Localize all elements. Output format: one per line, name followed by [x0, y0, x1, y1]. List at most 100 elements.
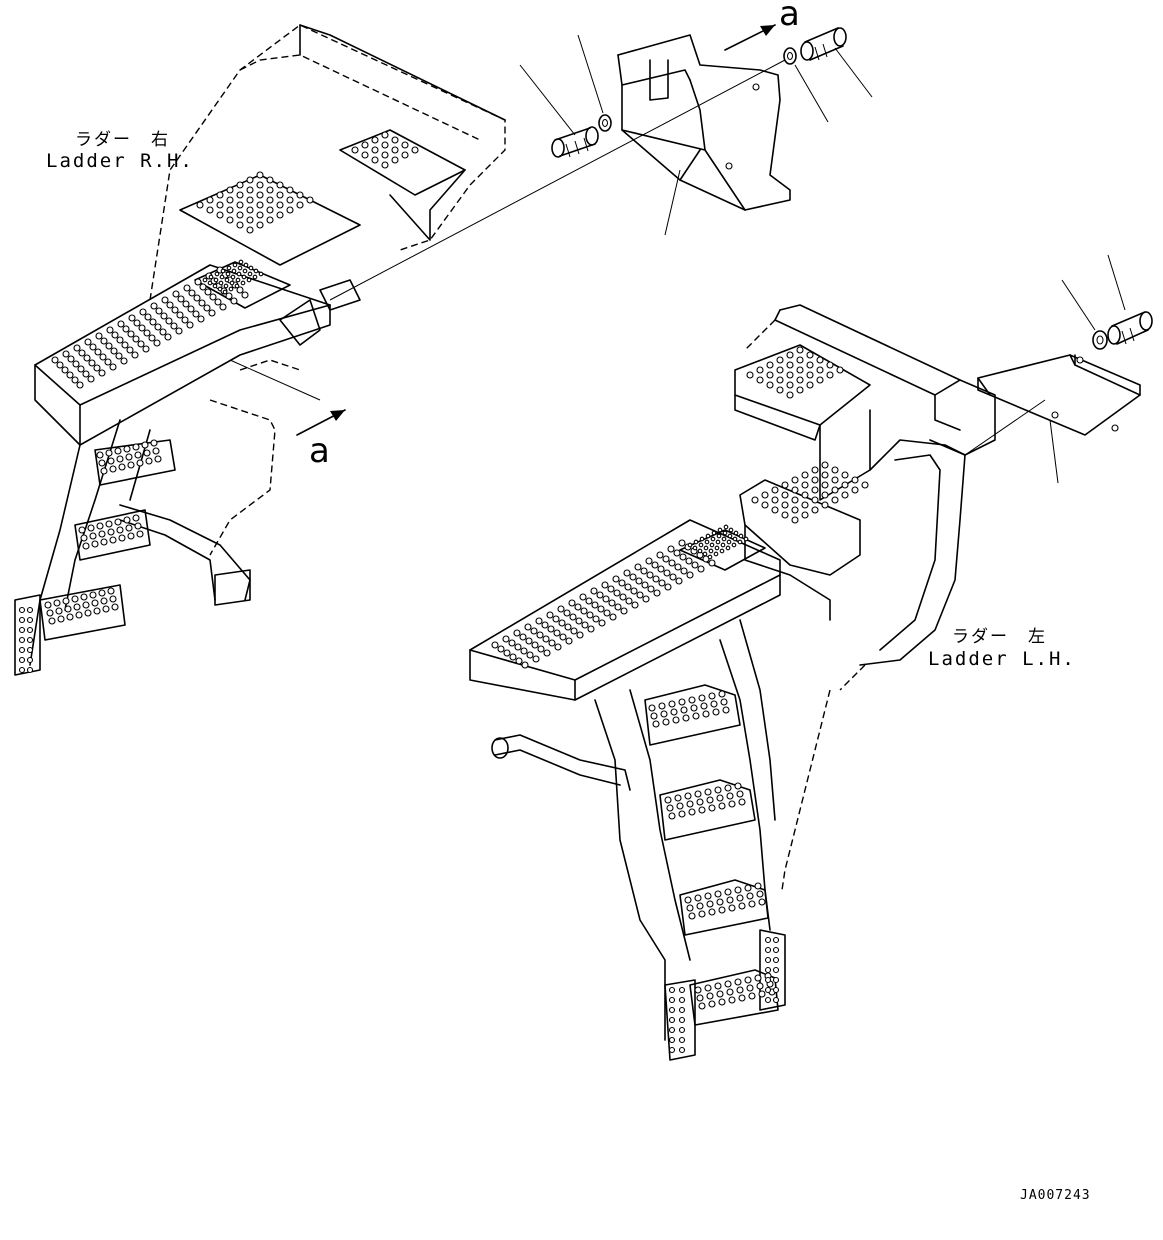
perforation-hole	[836, 366, 844, 374]
perforation-hole	[714, 545, 720, 551]
perforation-hole	[203, 304, 211, 312]
perforation-hole	[225, 292, 233, 300]
perforation-hole	[371, 146, 379, 154]
perforation-hole	[56, 361, 64, 369]
perforation-hole	[106, 326, 114, 334]
perforation-hole	[276, 181, 284, 189]
perforation-hole	[620, 607, 628, 615]
perforation-hole	[526, 651, 534, 659]
perforation-hole	[816, 356, 824, 364]
perforation-hole	[772, 936, 780, 944]
perforation-hole	[276, 201, 284, 209]
perforation-hole	[791, 486, 799, 494]
perforation-hole	[547, 625, 555, 633]
perforation-hole	[651, 561, 659, 569]
perforation-hole	[164, 333, 172, 341]
perforation-hole	[781, 481, 789, 489]
perforation-hole	[128, 314, 136, 322]
perforation-hole	[88, 359, 96, 367]
perforation-hole	[724, 888, 732, 896]
perforation-hole	[697, 548, 703, 554]
perforation-hole	[609, 613, 617, 621]
perforation-hole	[796, 366, 804, 374]
perforation-hole	[218, 280, 224, 286]
perforation-hole	[256, 191, 264, 199]
perforation-hole	[114, 447, 122, 455]
perforation-hole	[601, 581, 609, 589]
perforation-hole	[697, 565, 705, 573]
perforation-hole	[568, 599, 576, 607]
perforation-hole	[764, 946, 772, 954]
perforation-hole	[107, 528, 115, 536]
perforation-hole	[696, 798, 704, 806]
perforation-hole	[553, 629, 561, 637]
perforation-hole	[764, 996, 772, 1004]
perforation-hole	[678, 539, 686, 547]
perforation-hole	[266, 196, 274, 204]
perforation-hole	[110, 347, 118, 355]
perforation-hole	[737, 539, 743, 545]
perforation-hole	[736, 894, 744, 902]
perforation-hole	[153, 339, 161, 347]
perforation-hole	[668, 1026, 676, 1034]
perforation-hole	[579, 593, 587, 601]
perforation-hole	[231, 268, 237, 274]
perforation-hole	[743, 536, 749, 542]
perforation-hole	[851, 476, 859, 484]
perforation-hole	[716, 794, 724, 802]
washer-left	[577, 34, 612, 132]
perforation-hole	[678, 1006, 686, 1014]
perforation-hole	[746, 984, 754, 992]
perforation-hole	[696, 994, 704, 1002]
perforation-hole	[645, 557, 653, 565]
perforation-hole	[89, 591, 97, 599]
perforation-hole	[126, 346, 134, 354]
perforation-hole	[100, 597, 108, 605]
perforation-hole	[391, 146, 399, 154]
perforation-hole	[165, 317, 173, 325]
perforation-hole	[207, 280, 213, 286]
perforation-hole	[132, 443, 140, 451]
perforation-hole	[618, 579, 626, 587]
perforation-hole	[256, 171, 264, 179]
perforation-hole	[648, 704, 656, 712]
perforation-hole	[738, 902, 746, 910]
perforation-hole	[26, 606, 34, 614]
perforation-hole	[361, 151, 369, 159]
perforation-hole	[710, 700, 718, 708]
perforation-hole	[26, 646, 34, 654]
perforation-hole	[96, 522, 104, 530]
perforation-hole	[668, 1016, 676, 1024]
perforation-hole	[746, 371, 754, 379]
perforation-hole	[565, 637, 573, 645]
perforation-hole	[100, 467, 108, 475]
perforation-hole	[667, 545, 675, 553]
perforation-hole	[519, 633, 527, 641]
perforation-hole	[266, 176, 274, 184]
perforation-hole	[83, 354, 91, 362]
perforation-hole	[401, 141, 409, 149]
bolt-left	[519, 64, 599, 158]
perforation-hole	[235, 277, 241, 283]
perforation-hole	[678, 986, 686, 994]
perforation-hole	[91, 599, 99, 607]
perforation-hole	[679, 553, 687, 561]
perforation-hole	[95, 332, 103, 340]
perforation-hole	[668, 1036, 676, 1044]
perforation-hole	[150, 439, 158, 447]
perforation-hole	[660, 710, 668, 718]
perforation-hole	[698, 1002, 706, 1010]
perforation-hole	[53, 599, 61, 607]
perforation-hole	[136, 459, 144, 467]
perforation-hole	[707, 554, 713, 560]
perforation-hole	[738, 798, 746, 806]
perforation-hole	[791, 476, 799, 484]
perforation-hole	[801, 491, 809, 499]
perforation-hole	[107, 587, 115, 595]
perforation-hole	[811, 476, 819, 484]
perforation-hole	[75, 611, 83, 619]
perforation-hole	[607, 585, 615, 593]
perforation-hole	[714, 982, 722, 990]
perforation-hole	[816, 366, 824, 374]
perforation-hole	[758, 898, 766, 906]
